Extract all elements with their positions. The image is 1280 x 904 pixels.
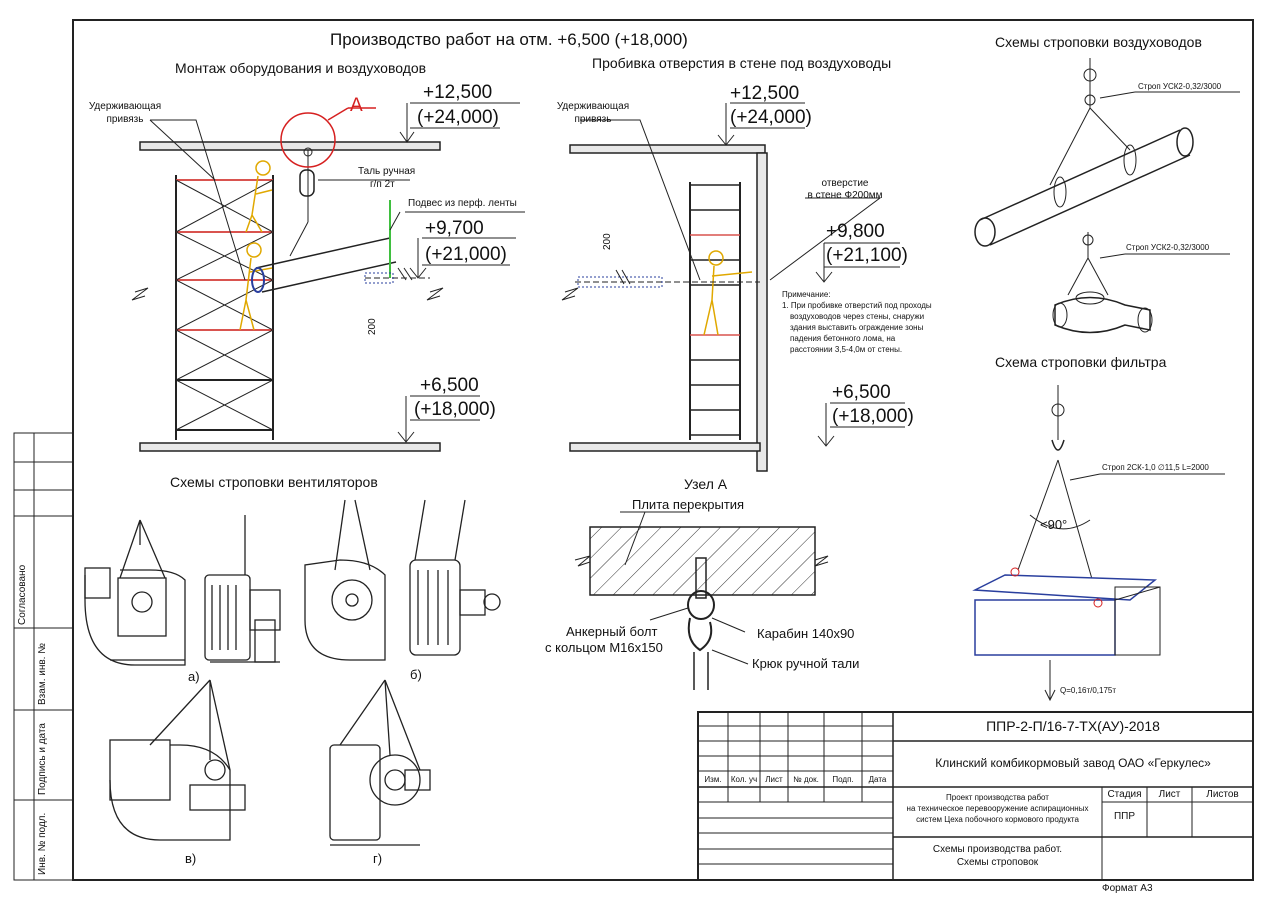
callout-a: А <box>350 95 363 116</box>
dim-200-mid: 200 <box>602 233 613 250</box>
filter-sling-drawing <box>972 385 1225 702</box>
sling-label-pipe: Строп УСК2-0,32/3000 <box>1138 82 1222 91</box>
col-doc: № док. <box>793 775 819 784</box>
fan-d <box>409 499 501 656</box>
col-izm: Изм. <box>704 775 722 784</box>
sling-label-tee: Строп УСК2-0,32/3000 <box>1126 243 1210 252</box>
sheet-title-1: Схемы производства работ. <box>932 844 1063 855</box>
note-line-2: воздуховодов через стены, снаружи <box>790 312 925 321</box>
side-stamp-grid <box>13 432 74 881</box>
hanger-label: Подвес из перф. ленты <box>408 198 517 209</box>
level-mid-mid-1: +9,800 <box>826 221 885 242</box>
organization: Клинский комбикормовый завод ОАО «Геркул… <box>935 756 1211 770</box>
load-label: Q=0,16т/0,175т <box>1060 686 1117 695</box>
restraint-mid-label-1: Удерживающая <box>556 101 630 112</box>
carabiner-label: Карабин 140х90 <box>757 626 855 641</box>
tee-sling-drawing <box>1052 232 1230 334</box>
restraint-mid-label-2: привязь <box>574 114 612 125</box>
level-top-mid-2: (+24,000) <box>730 107 812 128</box>
note-line-3: здания выставить ограждение зоны <box>790 323 924 332</box>
pipe-left <box>251 237 397 293</box>
col-list: Лист <box>765 775 783 784</box>
col-kol: Кол. уч <box>730 775 758 784</box>
fan-c <box>304 499 386 661</box>
hook-label: Крюк ручной тали <box>752 656 860 671</box>
fan-b <box>204 515 281 663</box>
note-line-4: падения бетонного лома, на <box>790 334 896 343</box>
bolt-label-1: Анкерный болт <box>566 624 658 639</box>
node-a-drawing <box>574 511 829 690</box>
level-mid-left-2: (+21,000) <box>425 244 507 265</box>
sheet-title-2: Схемы строповок <box>956 857 1039 868</box>
left-section-drawing <box>131 102 525 452</box>
stamp-sign: Подпись и дата <box>37 723 48 795</box>
fan-v <box>109 679 246 841</box>
project-line-2: на техническое перевооружение аспирацион… <box>906 804 1089 813</box>
angle-label: <90° <box>1040 517 1068 532</box>
fan-a <box>84 519 186 666</box>
format-label: Формат А3 <box>1102 883 1153 894</box>
middle-section-title: Пробивка отверстия в стене под воздухово… <box>592 55 892 71</box>
project-line-3: систем Цеха побочного кормового продукта <box>916 815 1079 824</box>
hoist-label-2: г/п 2т <box>370 179 395 190</box>
pipe-sling-title: Схемы строповки воздуховодов <box>995 34 1202 50</box>
bolt-label-2: с кольцом М16х150 <box>545 640 663 655</box>
sling-label-filter: Строп 2СК-1,0 ∅11,5 L=2000 <box>1102 463 1209 472</box>
fan-label-b: б) <box>410 667 422 682</box>
level-bot-mid-2: (+18,000) <box>832 406 914 427</box>
hoist-label-1: Таль ручная <box>358 166 416 177</box>
stamp-swap: Взам. инв. № <box>37 643 48 705</box>
stage-header: Стадия <box>1107 789 1142 800</box>
level-top-left-2: (+24,000) <box>417 107 499 128</box>
dim-200-left: 200 <box>367 318 378 335</box>
fans-title: Схемы строповки вентиляторов <box>170 474 378 490</box>
level-mid-mid-2: (+21,100) <box>826 245 908 266</box>
stage-value: ППР <box>1113 811 1136 822</box>
title-block-grid <box>697 711 1254 881</box>
node-a-title: Узел А <box>684 476 728 492</box>
slab-label: Плита перекрытия <box>632 497 745 512</box>
note-line-5: расстоянии 3,5-4,0м от стены. <box>790 345 903 354</box>
level-top-mid-1: +12,500 <box>730 83 800 104</box>
level-bot-left-2: (+18,000) <box>414 399 496 420</box>
fan-label-g: г) <box>373 851 383 866</box>
middle-section-drawing <box>561 102 905 472</box>
stamp-agreed: Согласовано <box>17 564 28 625</box>
restraint-label-2: привязь <box>106 114 144 125</box>
col-sign: Подп. <box>832 775 854 784</box>
restraint-label-1: Удерживающая <box>88 101 162 112</box>
note-line-1: 1. При пробивке отверстий под проходы <box>782 301 932 310</box>
opening-label-1: отверстие <box>821 178 869 189</box>
pipe-sling-drawing <box>974 58 1240 247</box>
level-top-left-1: +12,500 <box>423 82 493 103</box>
sheet-header: Лист <box>1158 789 1181 800</box>
level-bot-left-1: +6,500 <box>420 375 479 396</box>
level-mid-left-1: +9,700 <box>425 218 484 239</box>
opening-label-2: в стене Ф200мм <box>807 190 883 201</box>
fan-label-v: в) <box>185 851 197 866</box>
level-bot-mid-1: +6,500 <box>832 382 891 403</box>
stamp-inv: Инв. № подл. <box>37 812 48 875</box>
col-date: Дата <box>868 775 887 784</box>
project-line-1: Проект производства работ <box>946 793 1049 802</box>
fan-g <box>329 679 431 846</box>
main-title: Производство работ на отм. +6,500 (+18,0… <box>330 30 688 49</box>
fan-label-a: а) <box>188 669 200 684</box>
document-code: ППР-2-П/16-7-ТХ(АУ)-2018 <box>986 718 1160 734</box>
filter-sling-title: Схема строповки фильтра <box>995 354 1167 370</box>
note-title: Примечание: <box>782 290 831 299</box>
sheets-header: Листов <box>1206 789 1239 800</box>
left-section-title: Монтаж оборудования и воздуховодов <box>175 60 427 76</box>
